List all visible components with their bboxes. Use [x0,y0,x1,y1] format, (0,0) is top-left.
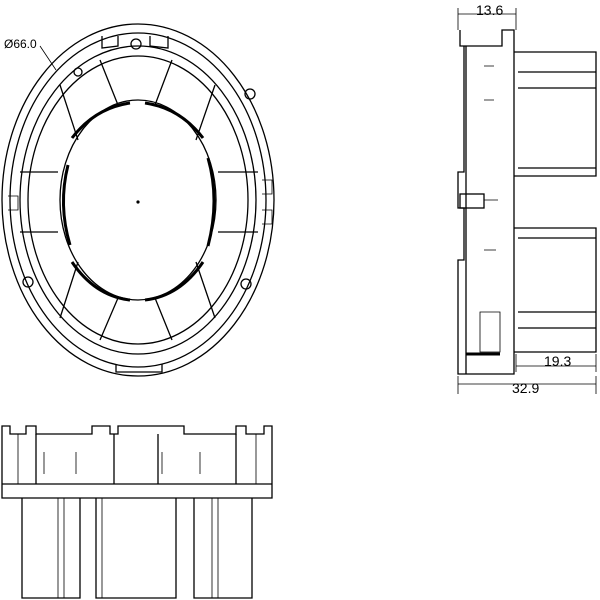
front-center-point [136,200,140,204]
front-view: Ø66.0 [1,23,275,377]
front-outer-ring [1,23,275,377]
front-ribs-top [59,59,216,141]
front-bottom-tab [115,364,163,373]
bottom-block-center [95,498,177,599]
bottom-block-lines [57,498,219,598]
front-left-mount-hole [22,276,34,288]
front-ribs-sides [20,171,258,233]
side-lower-block [514,227,597,353]
dim-32-9-lines [457,376,597,394]
side-upper-block [514,51,597,177]
bottom-block-left [21,498,81,599]
front-clip-arc-top-right [144,101,205,139]
side-center-lug [459,193,485,209]
diameter-leader [39,45,57,71]
dim-19-3-label: 19.3 [544,353,571,369]
side-main-body [457,29,515,375]
bottom-tab-dividers [35,434,237,484]
side-view: 13.6 19.3 32.9 [457,2,597,396]
bottom-block-right [193,498,253,599]
front-right-mount-hole [240,278,252,290]
front-inner-wall-outer [19,45,257,355]
front-ring-notches [8,179,273,225]
side-slots [479,65,501,353]
dim-32-9-label: 32.9 [512,380,539,396]
front-upper-left-hole [73,67,83,77]
bottom-view [1,425,273,599]
dim-19-3-lines [515,354,597,372]
dim-13-6-label: 13.6 [476,2,503,18]
front-right-nub [244,88,256,100]
front-clip-arc-left [62,164,72,246]
front-clip-arc-top-left [70,101,131,139]
bottom-flange [1,425,273,499]
front-top-tab [101,36,169,49]
front-top-mount-hole [130,38,142,50]
front-ring-inner-edge [9,32,267,368]
diameter-label: Ø66.0 [4,37,37,51]
front-inner-wall-inner [27,55,249,345]
front-ribs-bottom [59,261,216,341]
bottom-slots [43,452,201,474]
dim-13-6-lines [457,8,517,30]
front-clip-arc-bottom-right [144,261,205,302]
front-center-opening [59,99,217,301]
bottom-edge-lines [17,434,257,484]
front-clip-arc-right [206,157,216,247]
